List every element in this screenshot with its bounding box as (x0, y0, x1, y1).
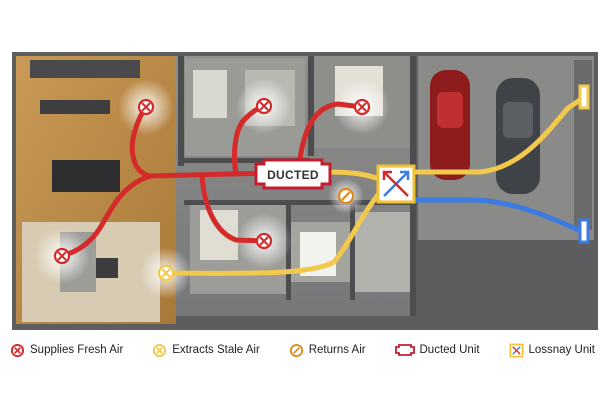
supply-duct-lounge (59, 173, 153, 259)
fresh-air-outlet-lounge (53, 247, 71, 265)
ducted-unit-box (254, 158, 332, 190)
supply-duct-bedroom-3 (199, 173, 267, 244)
intake-wall-vent (578, 218, 590, 244)
fresh-air-outlet-bedroom-1 (255, 97, 273, 115)
exhaust-wall-vent (578, 84, 590, 110)
floor-plan: DUCTED (12, 52, 598, 330)
legend-item-ducted-unit: Ducted Unit (394, 343, 480, 357)
house-structure (12, 52, 598, 330)
exhaust-duct-outside (411, 95, 586, 175)
kitchen-island (40, 100, 110, 114)
outlet-glows (34, 78, 390, 299)
legend-item-fresh-air: Supplies Fresh Air (10, 343, 123, 358)
legend-item-stale-air: Extracts Stale Air (152, 343, 260, 358)
fresh-air-icon (10, 343, 25, 357)
bed-1 (193, 70, 227, 118)
red-car (430, 70, 470, 180)
fresh-air-outlets (53, 97, 371, 265)
legend: Supplies Fresh Air Extracts Stale Air Re… (10, 338, 595, 362)
lossnay-red-arrow (383, 171, 409, 197)
stale-air-icon (153, 343, 167, 357)
legend-label-ducted-unit: Ducted Unit (419, 344, 480, 356)
lossnay-unit (376, 164, 416, 204)
laundry-floor (355, 212, 410, 292)
intake-duct-outside (411, 197, 586, 235)
coffee-table (96, 258, 118, 278)
ducted-unit-icon (394, 344, 415, 356)
fresh-air-outlet-bedroom-3 (255, 232, 273, 250)
legend-item-lossnay-unit: Lossnay Unit (509, 343, 595, 358)
return-air-grille (337, 187, 355, 205)
lossnay-unit-icon (509, 343, 523, 357)
supply-duct-master (297, 101, 365, 163)
kitchen-bench (30, 60, 140, 78)
grey-car (496, 78, 540, 194)
legend-label-return-air: Returns Air (308, 344, 366, 356)
legend-label-lossnay-unit: Lossnay Unit (528, 344, 595, 356)
supply-trunk (147, 170, 271, 179)
legend-label-stale-air: Extracts Stale Air (172, 344, 260, 356)
legend-item-return-air: Returns Air (289, 343, 366, 358)
bed-3 (200, 210, 238, 260)
stale-air-extract (157, 264, 175, 282)
stale-duct-bathroom (163, 187, 385, 276)
fresh-air-outlet-master (353, 98, 371, 116)
ducted-unit-label: DUCTED (267, 168, 319, 182)
fresh-air-outlet-kitchen (137, 98, 155, 116)
legend-label-fresh-air: Supplies Fresh Air (30, 344, 124, 356)
dining-table (52, 160, 120, 192)
ducted-unit: DUCTED (254, 158, 332, 190)
return-air-icon (289, 343, 303, 357)
